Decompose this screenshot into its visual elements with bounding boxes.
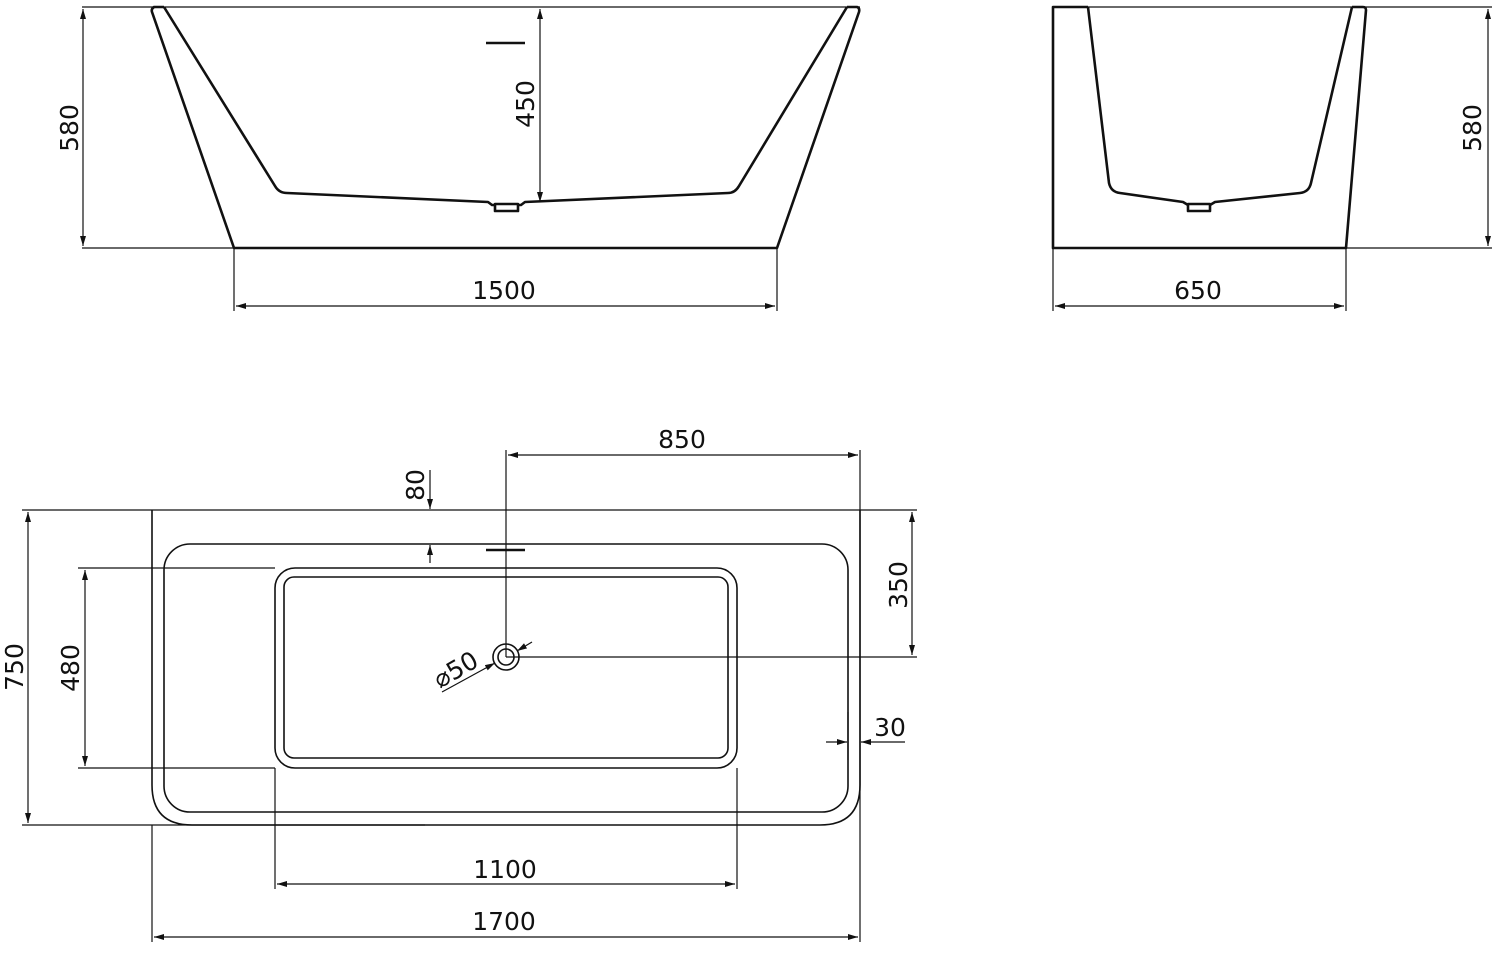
drain-icon: [493, 202, 520, 213]
dim-basin-width-label: 480: [56, 644, 85, 692]
tub-outer-outline: [151, 510, 861, 826]
dim-bottom-length-label: 1500: [472, 276, 536, 305]
dim-height-label: 580: [55, 104, 84, 152]
dim-bottom-width-label: 650: [1174, 276, 1222, 305]
tub-inner-profile: [162, 6, 849, 207]
dim-wall-thickness-label: 30: [874, 713, 906, 742]
dim-total-width-label: 750: [0, 643, 29, 691]
dim-drain-offset-right-label: 850: [658, 425, 706, 454]
tub-outer-profile: [150, 5, 861, 250]
dim-inner-depth-label: 450: [511, 80, 540, 128]
dim-total-length-label: 1700: [472, 907, 536, 936]
tub-inner-profile: [1086, 6, 1354, 207]
dim-drain-diameter-label: ⌀50: [428, 645, 483, 694]
tub-outer-profile: [1051, 5, 1368, 250]
dim-basin-length-label: 1100: [473, 855, 537, 884]
dim-height-label: 580: [1458, 104, 1487, 152]
front-view: 580 450 1500: [55, 5, 861, 311]
drain-icon: [1186, 202, 1212, 213]
plan-view: 850 80 350 750 480 ⌀50 30 1100 1700: [0, 425, 917, 942]
leader-line: [441, 662, 496, 693]
side-view: 580 650: [1051, 5, 1492, 311]
leader-line: [516, 641, 533, 652]
dim-overflow-offset-label: 80: [401, 469, 430, 501]
dim-drain-offset-top-label: 350: [884, 561, 913, 609]
